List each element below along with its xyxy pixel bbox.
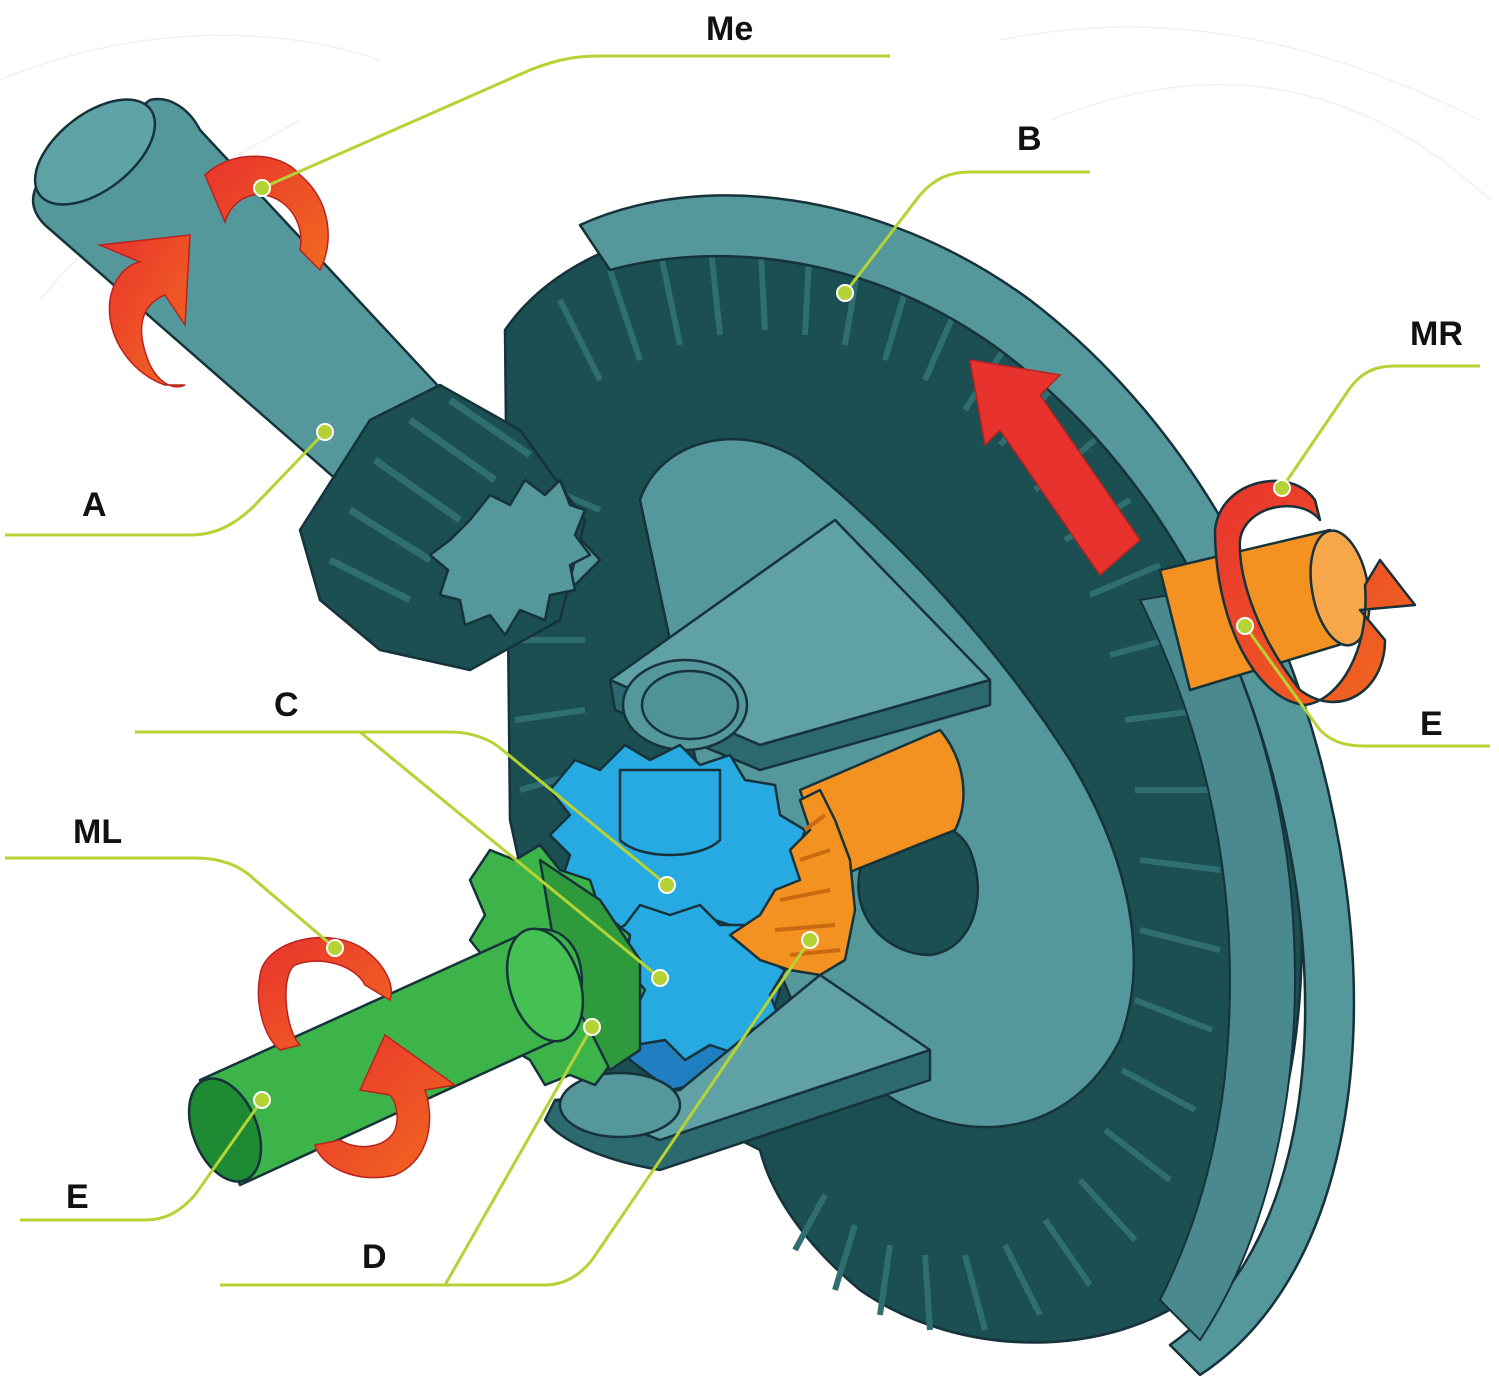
callout-ml: ML xyxy=(5,813,343,956)
callout-mr: MR xyxy=(1274,315,1480,496)
label-me: Me xyxy=(706,10,753,48)
label-e-right: E xyxy=(1420,705,1443,743)
callout-me: Me xyxy=(254,10,890,196)
label-mr: MR xyxy=(1410,315,1463,353)
label-e-left: E xyxy=(66,1178,89,1216)
label-d: D xyxy=(362,1238,387,1276)
label-a: A xyxy=(82,486,107,524)
label-c: C xyxy=(274,686,299,724)
label-b: B xyxy=(1017,120,1042,158)
label-ml: ML xyxy=(73,813,122,851)
callout-a: A xyxy=(5,424,333,535)
